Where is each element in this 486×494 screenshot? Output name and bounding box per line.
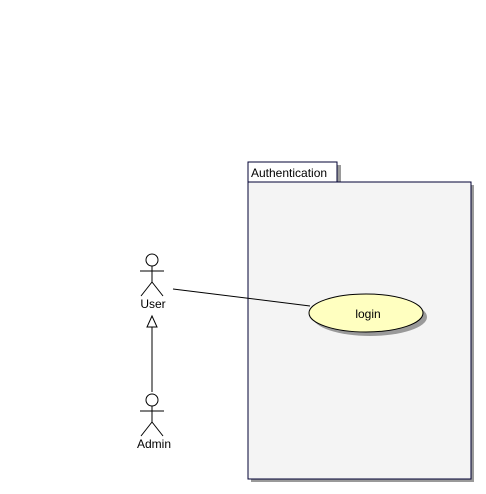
actor-user-label: User xyxy=(140,297,165,311)
actor-user-stick-figure-icon xyxy=(140,253,164,297)
actor-admin-label: Admin xyxy=(137,437,171,451)
usecase-login-ellipse xyxy=(308,293,424,333)
generalization-admin-user xyxy=(146,314,158,392)
actor-admin-stick-figure-icon xyxy=(140,393,164,437)
usecase-login-label: login xyxy=(355,307,380,321)
generalization-arrowhead xyxy=(146,314,158,328)
usecase-login[interactable]: login xyxy=(308,293,427,336)
actor-user[interactable]: User xyxy=(140,253,166,311)
actor-admin[interactable]: Admin xyxy=(137,393,171,451)
association-user-login xyxy=(172,288,311,307)
package-tab xyxy=(247,161,338,183)
package-title: Authentication xyxy=(251,166,327,180)
